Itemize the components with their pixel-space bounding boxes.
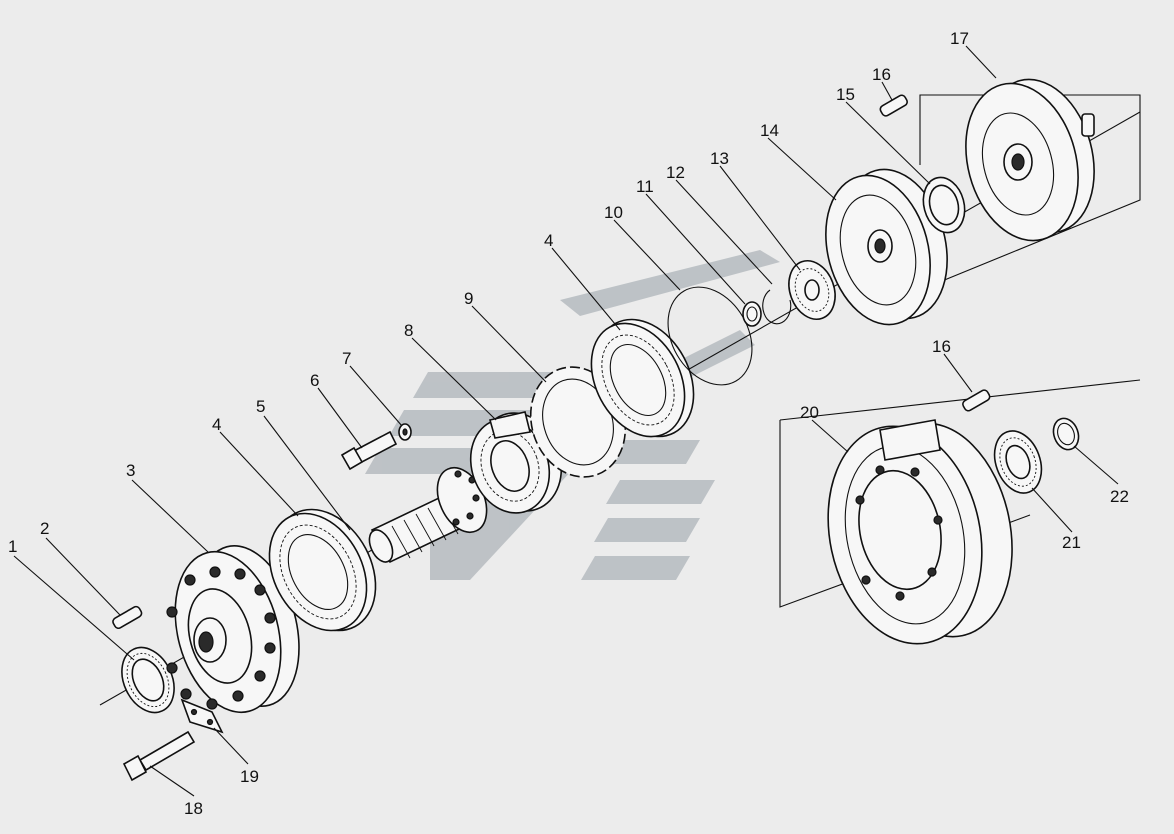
callout-13: 13 xyxy=(710,149,729,168)
part-17-rear-housing xyxy=(965,78,1095,242)
shaft-flange-holes xyxy=(452,470,480,526)
housing-bolt-holes xyxy=(166,566,276,710)
part-20-brake-drum xyxy=(827,419,1013,645)
part-4-friction-disc-right xyxy=(590,318,695,438)
callout-6: 6 xyxy=(310,371,319,390)
callout-19: 19 xyxy=(240,767,259,786)
drum-bolt-holes xyxy=(855,465,943,601)
callout-11: 11 xyxy=(636,177,654,196)
part-5-splined-shaft xyxy=(368,467,488,564)
part-7-washer xyxy=(398,423,412,441)
callout-4b: 4 xyxy=(544,231,553,250)
leader-lines xyxy=(13,45,1119,797)
callout-18: 18 xyxy=(184,799,203,818)
part-15-bearing-ring xyxy=(922,176,966,234)
part-19-plate xyxy=(180,698,224,734)
callout-7: 7 xyxy=(342,349,351,368)
part-12-circlip xyxy=(762,289,792,325)
callout-14: 14 xyxy=(760,121,779,140)
callout-4a: 4 xyxy=(212,415,221,434)
callout-22: 22 xyxy=(1110,487,1129,506)
callout-20: 20 xyxy=(800,403,819,422)
part-4-friction-disc-left xyxy=(268,508,377,632)
part-16-pin-top xyxy=(879,94,908,117)
callout-5: 5 xyxy=(256,397,265,416)
part-6-bolt xyxy=(340,430,398,471)
callout-17: 17 xyxy=(950,29,969,48)
callout-3: 3 xyxy=(126,461,135,480)
callout-labels: 1 2 3 4 5 6 7 8 9 4 10 11 12 13 14 15 16… xyxy=(8,29,1129,818)
callout-16a: 16 xyxy=(872,65,891,84)
callout-8: 8 xyxy=(404,321,413,340)
callout-12: 12 xyxy=(666,163,685,182)
callout-1: 1 xyxy=(8,537,17,556)
part-18-long-bolt xyxy=(122,730,196,782)
callout-2: 2 xyxy=(40,519,49,538)
part-14-drum-cover xyxy=(825,168,948,326)
callout-21: 21 xyxy=(1062,533,1081,552)
part-1-seal xyxy=(121,646,175,714)
callout-16b: 16 xyxy=(932,337,951,356)
part-22-ring xyxy=(1052,417,1080,451)
part-13-spring-washer xyxy=(788,260,836,320)
callout-10: 10 xyxy=(604,203,623,222)
callout-9: 9 xyxy=(464,289,473,308)
callout-15: 15 xyxy=(836,85,855,104)
part-16-pin-lower xyxy=(962,389,991,412)
part-2-pin xyxy=(112,605,143,630)
part-11-ring xyxy=(742,301,762,327)
part-3-housing xyxy=(166,545,300,714)
part-21-bearing xyxy=(993,430,1043,494)
